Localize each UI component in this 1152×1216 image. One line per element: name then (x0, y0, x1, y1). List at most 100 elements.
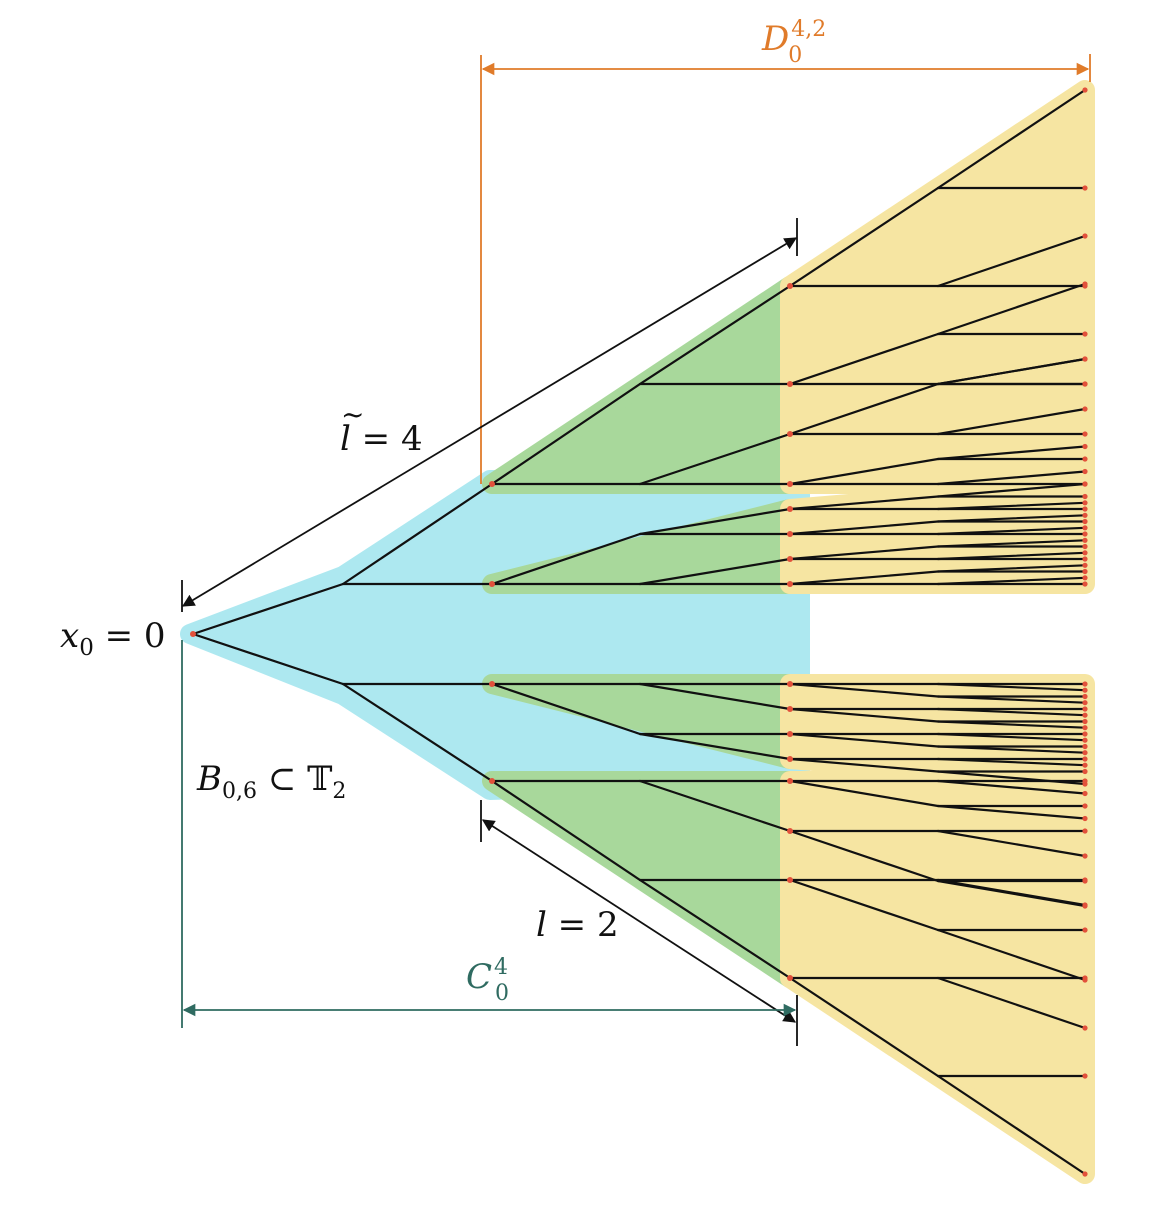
ltilde-label: l = 4 (340, 419, 423, 459)
tree-edge (936, 695, 1087, 704)
tree-node (1082, 1073, 1088, 1079)
tree-edge (936, 732, 1087, 742)
tree-edge (788, 757, 940, 773)
tree-edge (341, 682, 494, 783)
tree-edge (936, 804, 1087, 820)
tree-node (1082, 687, 1088, 693)
tree-edge (788, 976, 940, 1078)
tree-edge (936, 1074, 1087, 1176)
tree-node (1082, 803, 1088, 809)
tree-edge (936, 357, 1087, 386)
tree-node (1082, 681, 1088, 687)
tree-node (1082, 556, 1088, 562)
tree-node (1082, 706, 1088, 712)
tree-node (1082, 562, 1088, 568)
tree-node (787, 531, 793, 537)
tree-node (489, 581, 495, 587)
tree-node (787, 828, 793, 834)
tree-node (1082, 581, 1088, 587)
tree-node (1082, 543, 1088, 550)
tree-edge (936, 928, 1087, 982)
tree-node (1082, 575, 1088, 581)
tree-node (1082, 568, 1088, 575)
tree-node (1082, 431, 1088, 437)
tree-node (787, 975, 793, 981)
tree-edge (936, 878, 1087, 907)
tree-node (787, 877, 793, 883)
tree-node (787, 756, 793, 762)
tree-edge (788, 520, 940, 536)
tree-node (1082, 768, 1088, 775)
tree-node (1082, 331, 1088, 337)
tree-node (1082, 233, 1088, 239)
tree-node (489, 778, 495, 784)
tree-node (787, 778, 793, 784)
tree-node (787, 706, 793, 712)
tree-node (1082, 828, 1088, 834)
tree-node (1082, 281, 1088, 287)
tree-edge (638, 732, 792, 761)
tree-node (1082, 756, 1088, 762)
tree-node (1082, 87, 1088, 93)
tree-edge (788, 707, 940, 723)
annotations (181, 54, 1091, 1046)
tree-edge (936, 976, 1087, 1030)
tree-node (787, 431, 793, 437)
tree-node (1082, 877, 1088, 883)
highlight-regions (180, 80, 1095, 1184)
tree-node (1082, 550, 1088, 556)
tree-node (1082, 512, 1088, 518)
tree-node (1082, 815, 1088, 822)
tree-node (1082, 381, 1088, 387)
tree-node (1082, 537, 1088, 543)
ltilde-accent: ~ (341, 398, 364, 431)
root-label: x0 = 0 (60, 616, 166, 661)
tree-edge (490, 682, 642, 736)
tree-edge (936, 720, 1087, 729)
tree-edge (936, 282, 1087, 336)
tree-node (1082, 506, 1088, 512)
tree-edge (788, 186, 940, 288)
ball-label: B0,6 ⊂ 𝕋2 (196, 759, 346, 804)
tree-node (1082, 725, 1088, 731)
tree-node (1082, 456, 1088, 462)
l-label: l = 2 (536, 905, 619, 945)
tree-edge (788, 570, 940, 586)
tree-node (787, 681, 793, 687)
tree-edge (788, 545, 940, 561)
tree-edge (936, 745, 1087, 754)
tree-edge (788, 829, 940, 883)
l-dimension-arrow (481, 819, 797, 1023)
tree-node (1082, 443, 1088, 450)
tree-node (1082, 531, 1088, 537)
tree-node (1082, 525, 1088, 531)
tree-edge (788, 779, 940, 808)
tree-node (1082, 481, 1088, 487)
tree-node (1082, 518, 1088, 525)
tree-edge (638, 682, 792, 711)
tree-node (787, 381, 793, 387)
tree-node (1082, 853, 1088, 859)
tree-node (787, 731, 793, 737)
tree-node (489, 481, 495, 487)
tree-node (1082, 693, 1088, 700)
tree-node (1082, 712, 1088, 718)
tree-edge (936, 88, 1087, 190)
tree-node (1082, 700, 1088, 706)
tree-edge (788, 682, 940, 698)
tree-edge (788, 382, 940, 436)
tree-node (1082, 718, 1088, 725)
tree-edge (788, 332, 940, 386)
tree-node (1082, 902, 1088, 908)
tree-node (787, 481, 793, 487)
tree-node (1082, 1171, 1088, 1177)
tree-node (1082, 790, 1088, 797)
tree-edge (788, 732, 940, 748)
tree-node (1082, 356, 1088, 362)
region-set-d042 (780, 80, 1095, 1184)
tree-edge (936, 707, 1087, 717)
tree-node (1082, 731, 1088, 737)
tree-node (1082, 975, 1088, 981)
